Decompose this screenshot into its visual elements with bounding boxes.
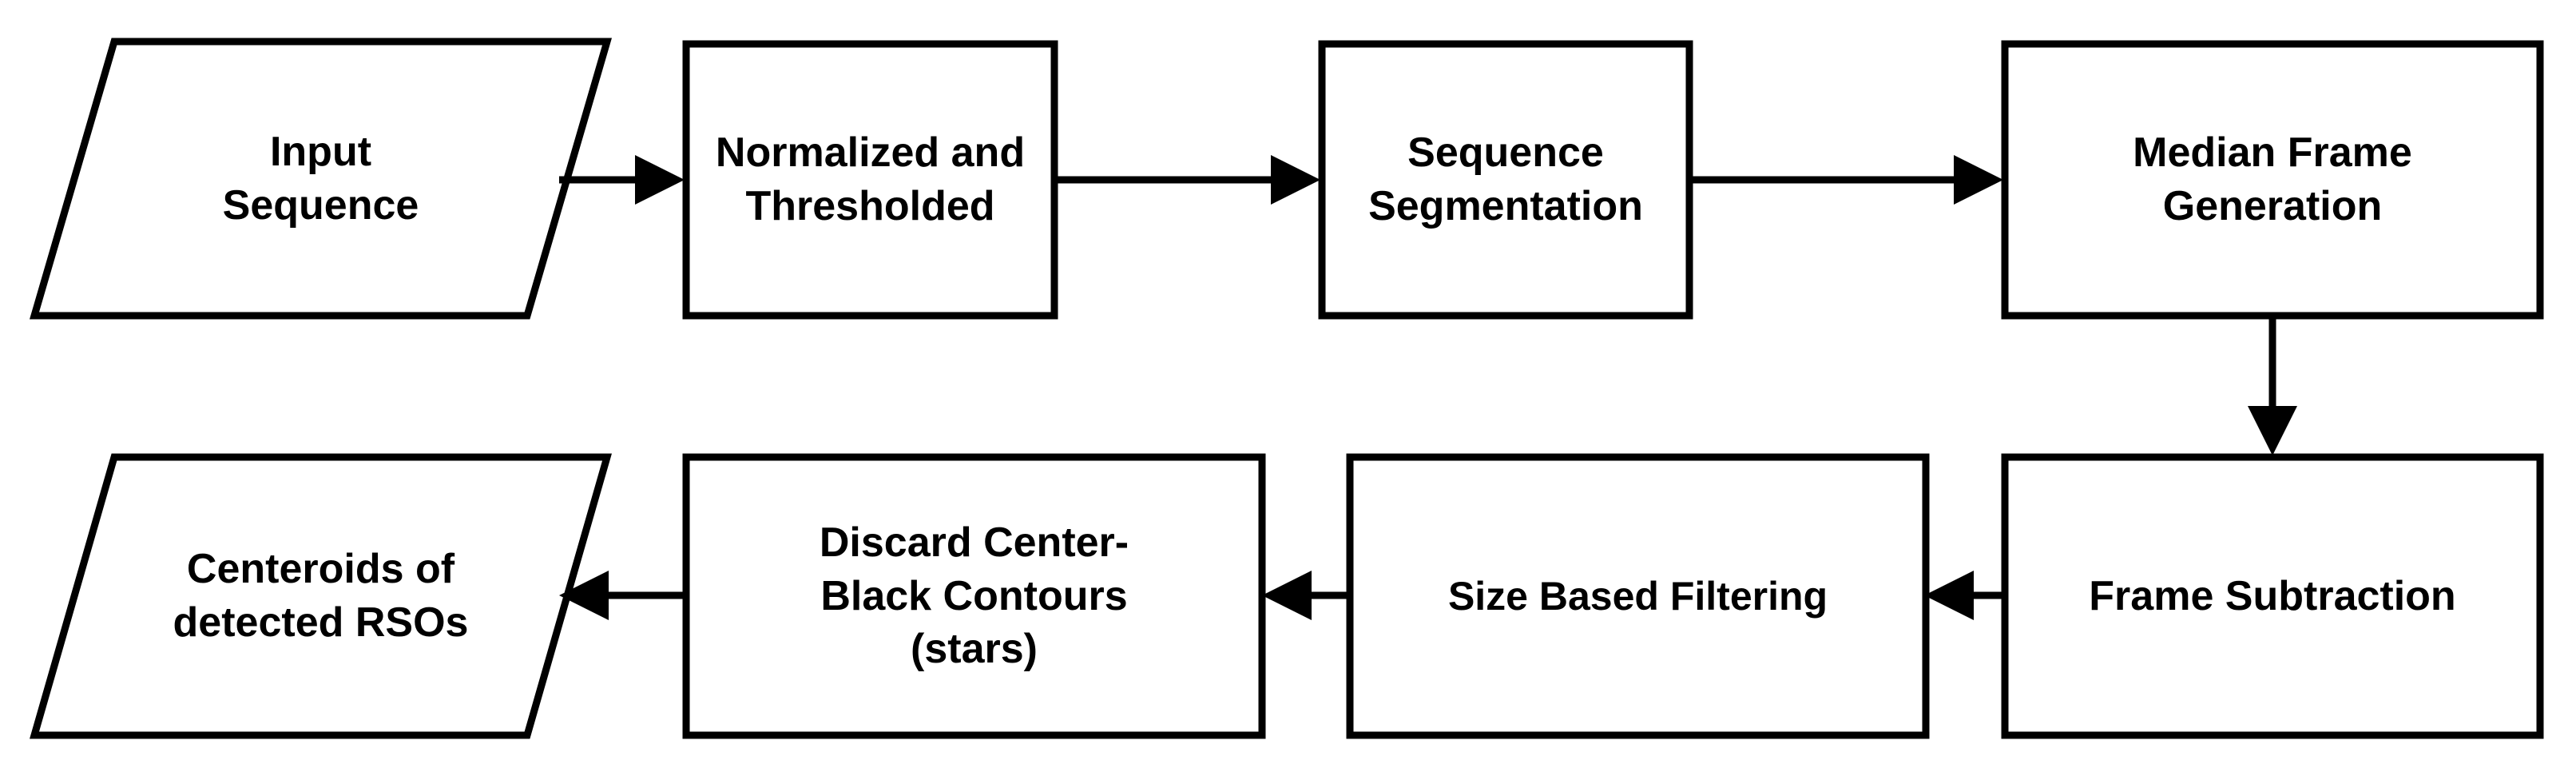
shape-size-based-filtering — [1346, 453, 1930, 739]
shape-median-frame-generation — [2001, 40, 2544, 320]
edge-frame-subtraction-to-size-filtering — [1924, 571, 2005, 620]
edge-size-filtering-to-discard-contours — [1262, 571, 1350, 620]
edge-median-frame-to-frame-subtraction — [2248, 316, 2297, 456]
node-sequence-segmentation[interactable] — [1322, 44, 1689, 316]
node-discard-center-black-contours[interactable] — [686, 457, 1262, 735]
edge-segmentation-to-median-frame — [1689, 155, 2003, 205]
node-centeroids-of-detected-rsos[interactable] — [34, 457, 607, 735]
node-normalized-and-thresholded[interactable] — [686, 44, 1054, 316]
node-median-frame-generation[interactable] — [2005, 44, 2540, 316]
shape-centeroids-of-detected-rsos — [30, 453, 612, 739]
edge-input-to-normalized — [559, 155, 685, 205]
shape-sequence-segmentation — [1318, 40, 1693, 320]
node-size-based-filtering[interactable] — [1350, 457, 1926, 735]
edge-discard-contours-to-centeroids — [559, 571, 686, 620]
shape-input-sequence — [30, 38, 612, 320]
edge-normalized-to-segmentation — [1054, 155, 1320, 205]
node-frame-subtraction[interactable] — [2005, 457, 2540, 735]
node-input-sequence[interactable] — [34, 42, 607, 316]
